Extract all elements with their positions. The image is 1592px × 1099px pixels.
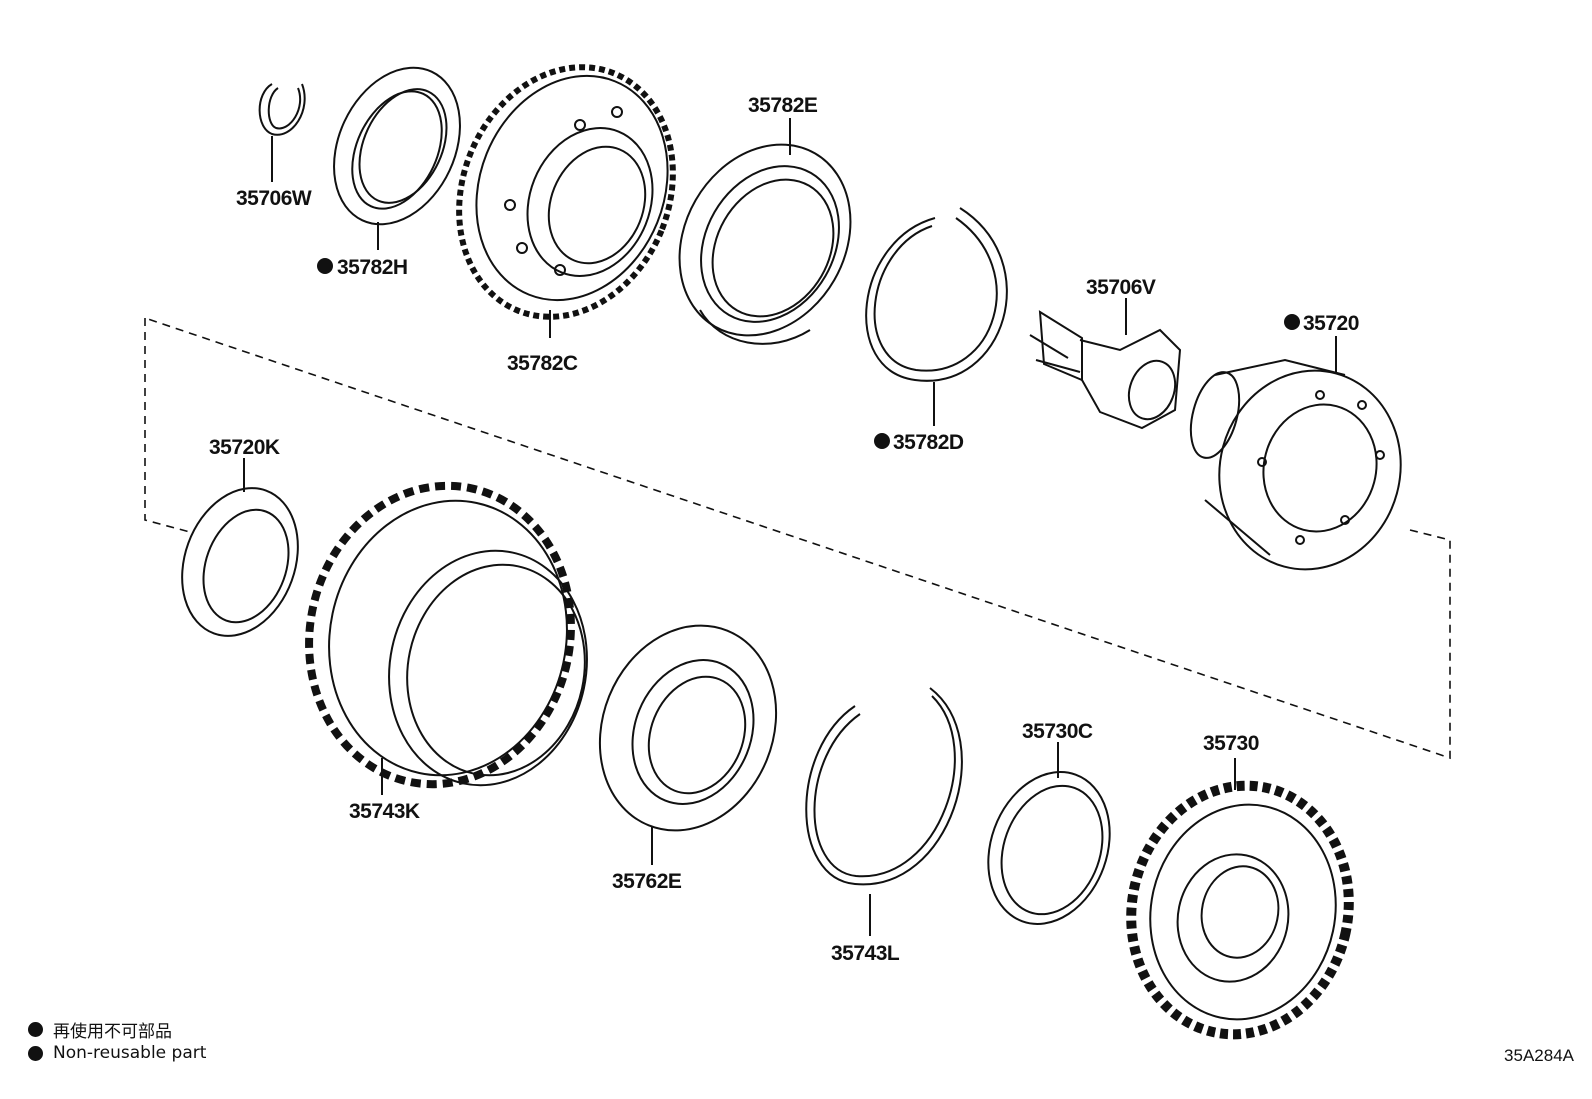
snap-ring-35706W — [258, 83, 306, 182]
part-label: 35762E — [612, 870, 682, 893]
washer-35782H — [333, 66, 461, 250]
part-label: 35782C — [507, 352, 578, 375]
legend-jp-text: 再使用不可部品 — [53, 1022, 172, 1042]
non-reusable-marker — [1284, 314, 1300, 330]
part-label: 35782E — [748, 94, 818, 117]
bullet-icon — [28, 1022, 43, 1037]
part-label: 35706W — [236, 187, 312, 210]
carrier-35720 — [1189, 336, 1402, 571]
part-label: 35743K — [349, 800, 420, 823]
legend-jp: 再使用不可部品 — [28, 1017, 172, 1042]
bearing-35782E — [678, 118, 852, 345]
part-label: 35782H — [337, 256, 408, 279]
legend-en: Non-reusable part — [28, 1043, 206, 1063]
assembly-boundary — [144, 317, 1451, 760]
washer-35720K — [181, 458, 299, 637]
shaft-35706V — [1029, 298, 1182, 430]
gear-35782C — [456, 64, 676, 338]
part-label: 35706V — [1086, 276, 1156, 299]
washer-35730C — [987, 742, 1111, 925]
diagram-code: 35A284A — [1504, 1046, 1574, 1065]
bearing-35762E — [598, 624, 778, 865]
part-label: 35720 — [1303, 312, 1359, 335]
part-label: 35782D — [893, 431, 964, 454]
legend-en-text: Non-reusable part — [53, 1043, 207, 1063]
snap-ring-35782D — [865, 207, 1008, 426]
part-label: 35730C — [1022, 720, 1093, 743]
non-reusable-marker — [874, 433, 890, 449]
non-reusable-marker — [317, 258, 333, 274]
gear-35730 — [1126, 758, 1354, 1040]
ring-gear-35743K — [305, 481, 588, 795]
part-label: 35743L — [831, 942, 900, 965]
part-label: 35730 — [1203, 732, 1259, 755]
snap-ring-35743L — [805, 687, 963, 936]
bullet-icon — [28, 1045, 43, 1061]
part-label: 35720K — [209, 436, 280, 459]
